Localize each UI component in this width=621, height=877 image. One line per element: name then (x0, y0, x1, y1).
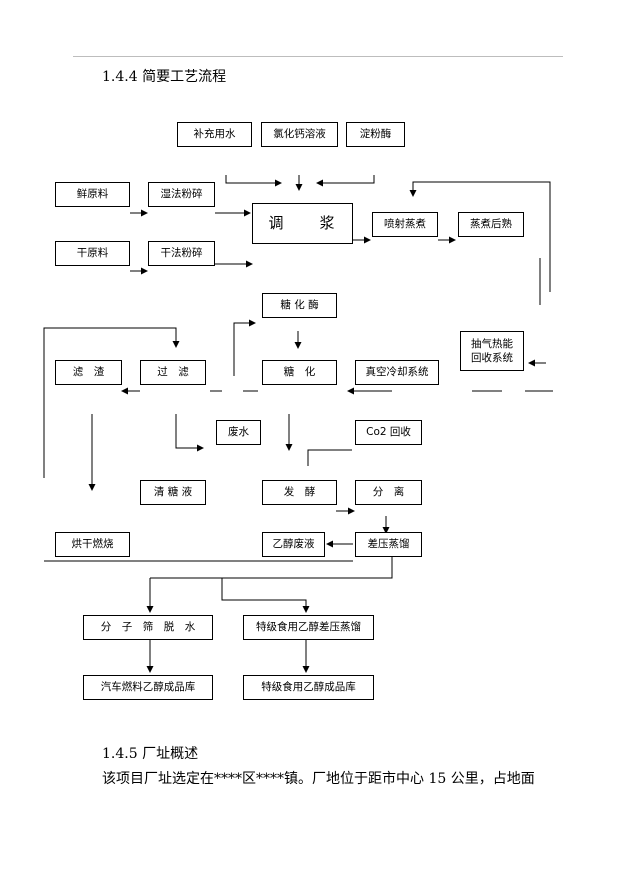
node-co2-recovery: Co2 回收 (355, 420, 422, 445)
arrow-supply-to-mixing (225, 175, 282, 187)
node-steam-recovery: 抽气热能 回收系统 (460, 331, 524, 371)
steam-recovery-line1: 抽气热能 (471, 337, 513, 350)
node-vacuum-cooling: 真空冷却系统 (355, 360, 439, 385)
node-food-grade-distill: 特级食用乙醇差压蒸馏 (243, 615, 374, 640)
node-supply-water: 补充用水 (177, 122, 252, 147)
node-molecular-sieve: 分 子 筛 脱 水 (83, 615, 213, 640)
node-saccharification: 糖 化 (262, 360, 337, 385)
arrow-to-wastewater (175, 414, 204, 452)
node-dry-crushing: 干法粉碎 (148, 241, 215, 266)
steam-recovery-line2: 回收系统 (471, 352, 513, 364)
node-diff-pressure-distill: 差压蒸馏 (355, 532, 422, 557)
node-food-ethanol-storage: 特级食用乙醇成品库 (243, 675, 374, 700)
site-heading: 1.4.5 厂址概述 (102, 746, 199, 762)
arrow-loop-to-filter (43, 327, 180, 478)
node-fuel-ethanol-storage: 汽车燃料乙醇成品库 (83, 675, 213, 700)
header-rule (73, 56, 563, 57)
node-fermentation: 发 酵 (262, 480, 337, 505)
node-separation: 分 离 (355, 480, 422, 505)
arrow-to-food-distill (221, 578, 310, 613)
node-fresh-material: 鲜原料 (55, 182, 130, 207)
node-wastewater: 废水 (216, 420, 261, 445)
node-wet-crushing: 湿法粉碎 (148, 182, 215, 207)
site-paragraph: 该项目厂址选定在****区****镇。厂地位于距市中心 15 公里，占地面 (102, 771, 535, 787)
node-mixing: 调 浆 (252, 203, 353, 244)
node-ethanol-waste: 乙醇废液 (262, 532, 325, 557)
node-drying-burning: 烘干燃烧 (55, 532, 130, 557)
section-heading: 1.4.4 简要工艺流程 (102, 69, 227, 85)
line-distribution (150, 556, 393, 579)
arrow-to-enzyme (233, 319, 256, 376)
node-jet-cooking: 喷射蒸煮 (372, 212, 438, 237)
node-filter-residue: 滤 渣 (55, 360, 122, 385)
line-to-co2 (307, 449, 352, 466)
node-filtration: 过 滤 (140, 360, 206, 385)
node-amylase: 淀粉酶 (346, 122, 405, 147)
node-post-cooking: 蒸煮后熟 (458, 212, 524, 237)
node-saccharifying-enzyme: 糖 化 酶 (262, 293, 337, 318)
node-clear-sugar: 清 糖 液 (140, 480, 206, 505)
node-cacl2-solution: 氯化钙溶液 (261, 122, 338, 147)
arrow-amylase-to-mixing (316, 175, 375, 187)
node-dry-material: 干原料 (55, 241, 130, 266)
arrow-loop-to-jet (409, 181, 551, 292)
